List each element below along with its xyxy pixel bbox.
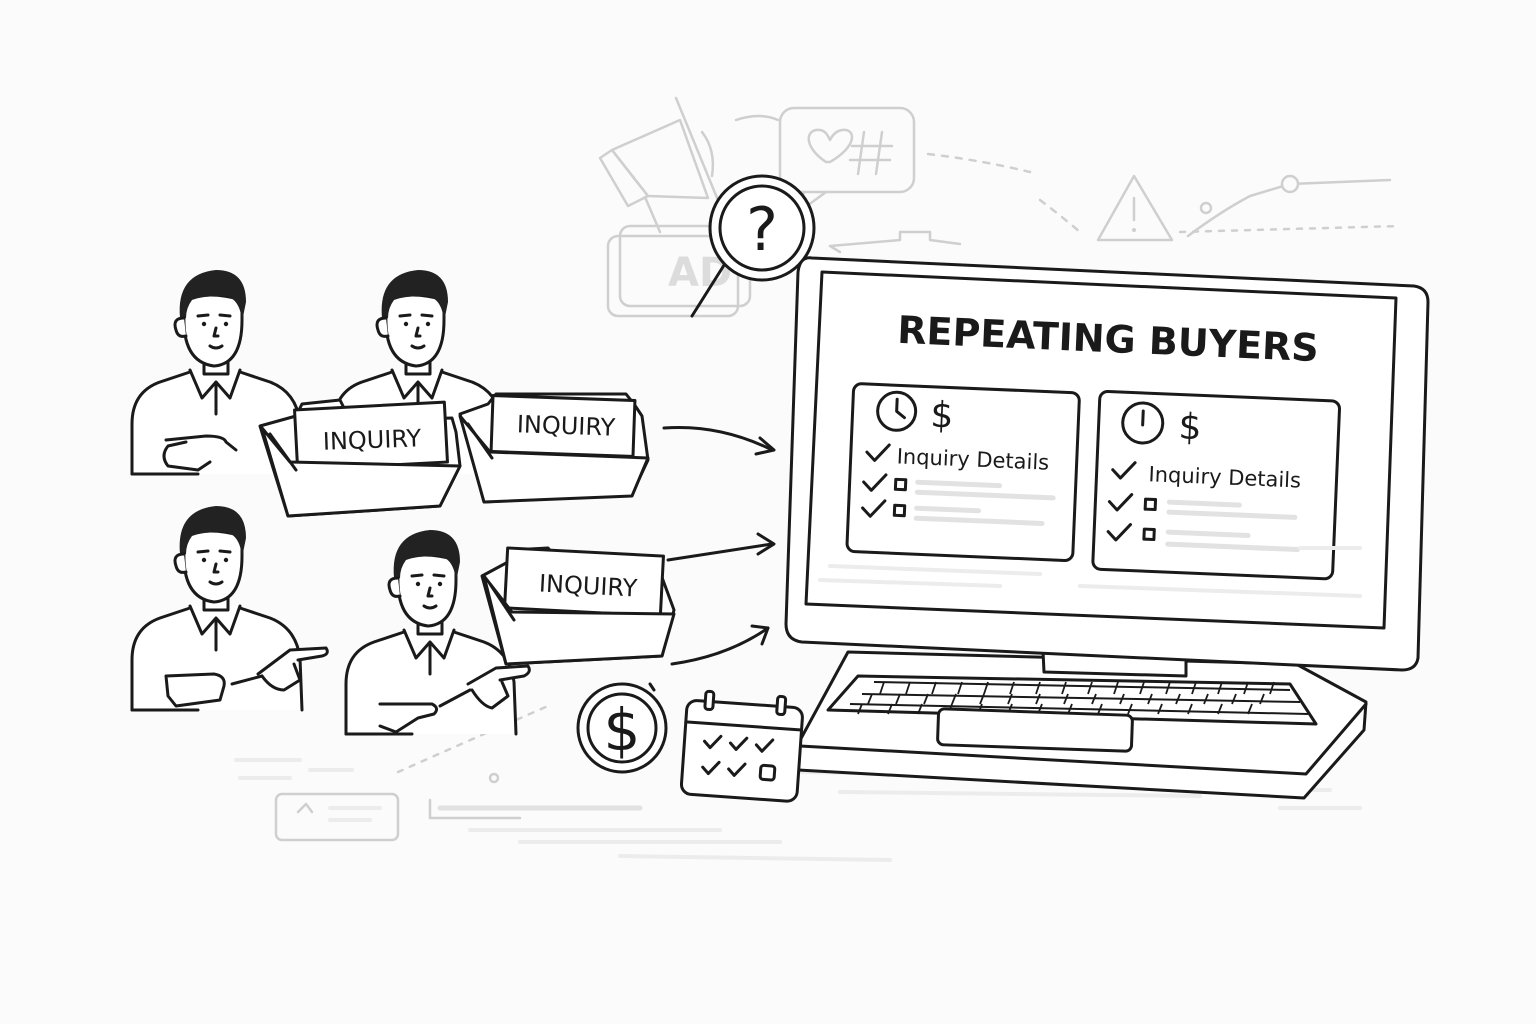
keyboard-key	[895, 693, 901, 705]
checkbox-icon[interactable]	[892, 503, 907, 518]
folder-icon-1[interactable]: INQUIRY	[258, 398, 462, 518]
keyboard-key	[1231, 693, 1237, 705]
keyboard-key	[905, 681, 911, 695]
checkmark-icon	[1107, 493, 1134, 512]
hashtag-icon	[848, 130, 894, 176]
inquiry-card-1[interactable]: $ Inquiry Details	[845, 382, 1081, 562]
keyboard-key	[1097, 703, 1103, 715]
keyboard-key	[1165, 681, 1171, 695]
keyboard-key	[1091, 693, 1097, 705]
keyboard-key	[1203, 693, 1209, 705]
inquiry-card-2[interactable]: $ Inquiry Details	[1091, 389, 1342, 581]
person-1	[130, 268, 304, 476]
checkmark-icon	[1106, 523, 1132, 542]
keyboard-key	[923, 693, 929, 705]
keyboard-key	[1063, 693, 1069, 705]
keyboard-key	[1139, 681, 1145, 695]
folder-3-label: INQUIRY	[538, 569, 638, 602]
keyboard-key	[1009, 681, 1015, 695]
keyboard-key	[1127, 703, 1133, 715]
keyboard-key	[931, 681, 937, 695]
magnifier-icon: ?	[690, 174, 816, 318]
keyboard-key	[1217, 703, 1223, 715]
dollar-coin-icon: $	[576, 682, 668, 774]
folder-icon-3[interactable]: INQUIRY	[480, 546, 676, 666]
coin-symbol: $	[604, 696, 641, 764]
person-4	[344, 528, 531, 736]
keyboard-key	[1157, 703, 1163, 715]
calendar-icon	[679, 689, 804, 803]
keyboard-key	[1217, 681, 1223, 695]
person-3	[130, 504, 329, 712]
flow-arrows	[662, 426, 776, 666]
keyboard-key	[867, 693, 873, 705]
checkmark-icon	[1111, 461, 1137, 480]
keyboard-key	[1061, 681, 1067, 695]
question-mark: ?	[746, 195, 778, 265]
checkbox-icon[interactable]	[893, 477, 908, 492]
screen-placeholder-lines	[818, 546, 1362, 598]
keyboard-key	[951, 693, 957, 705]
keyboard-key	[1087, 681, 1093, 695]
card-2-currency: $	[1178, 406, 1203, 448]
checkmark-icon	[862, 473, 888, 492]
megaphone-icon	[598, 96, 724, 234]
keyboard-key	[1259, 693, 1265, 705]
keyboard-key	[1247, 703, 1253, 715]
touchpad	[936, 707, 1134, 753]
checkmark-icon	[865, 443, 891, 462]
checkbox-icon[interactable]	[1143, 497, 1158, 512]
warning-icon	[1096, 174, 1174, 242]
folder-1-label: INQUIRY	[322, 424, 422, 455]
keyboard-key	[979, 693, 985, 705]
keyboard-key	[1007, 693, 1013, 705]
keyboard-key	[887, 703, 893, 715]
keyboard-key	[1035, 681, 1041, 695]
folder-icon-2[interactable]: INQUIRY	[458, 392, 650, 504]
keyboard-key	[1269, 681, 1275, 695]
background-scribbles	[234, 704, 1362, 862]
keyboard-key	[1243, 681, 1249, 695]
clock-icon	[1121, 401, 1165, 445]
keyboard-key	[957, 681, 963, 695]
keyboard-key	[1119, 693, 1125, 705]
keyboard-key	[1187, 703, 1193, 715]
card-1-currency: $	[930, 395, 955, 437]
keyboard-key	[1191, 681, 1197, 695]
keyboard-grid	[857, 681, 1275, 715]
keyboard-key	[879, 681, 885, 695]
keyboard-key	[1113, 681, 1119, 695]
keyboard-key	[1035, 693, 1041, 705]
clock-icon	[876, 390, 918, 432]
checkbox-icon[interactable]	[1142, 527, 1156, 542]
keyboard-key	[1175, 693, 1181, 705]
keyboard-key	[1147, 693, 1153, 705]
keyboard-key	[917, 703, 923, 715]
keyboard-key	[983, 681, 989, 695]
folder-2-label: INQUIRY	[516, 410, 616, 441]
keyboard-key	[857, 703, 863, 715]
checkmark-icon	[861, 499, 887, 518]
heart-icon	[807, 128, 854, 164]
